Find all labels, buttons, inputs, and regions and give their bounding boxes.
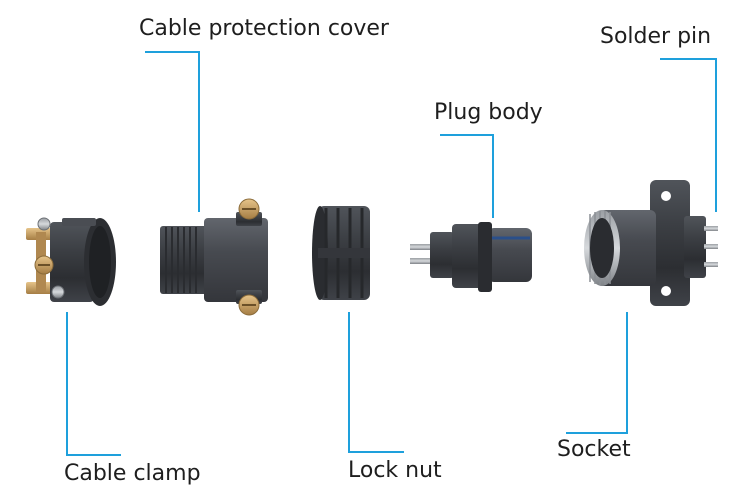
leader-line-cable-clamp xyxy=(66,312,121,456)
leader-line-plug-body xyxy=(440,134,494,218)
label-solder-pin: Solder pin xyxy=(600,24,712,49)
label-cable-clamp: Cable clamp xyxy=(64,461,201,486)
cable-protection-cover-part xyxy=(160,198,268,316)
socket-part xyxy=(584,180,718,306)
leader-line-cable-protection-cover xyxy=(145,51,200,212)
label-socket: Socket xyxy=(557,437,631,462)
label-plug-body: Plug body xyxy=(434,100,543,125)
leader-line-solder-pin xyxy=(660,58,717,212)
leader-line-socket xyxy=(566,312,628,434)
label-lock-nut: Lock nut xyxy=(348,458,442,483)
plug-body-part xyxy=(410,222,532,292)
leader-lines xyxy=(66,51,717,456)
label-cable-protection-cover: Cable protection cover xyxy=(139,16,389,41)
cable-clamp-part xyxy=(26,217,116,306)
leader-line-lock-nut xyxy=(348,312,404,453)
lock-nut-part xyxy=(312,206,370,300)
